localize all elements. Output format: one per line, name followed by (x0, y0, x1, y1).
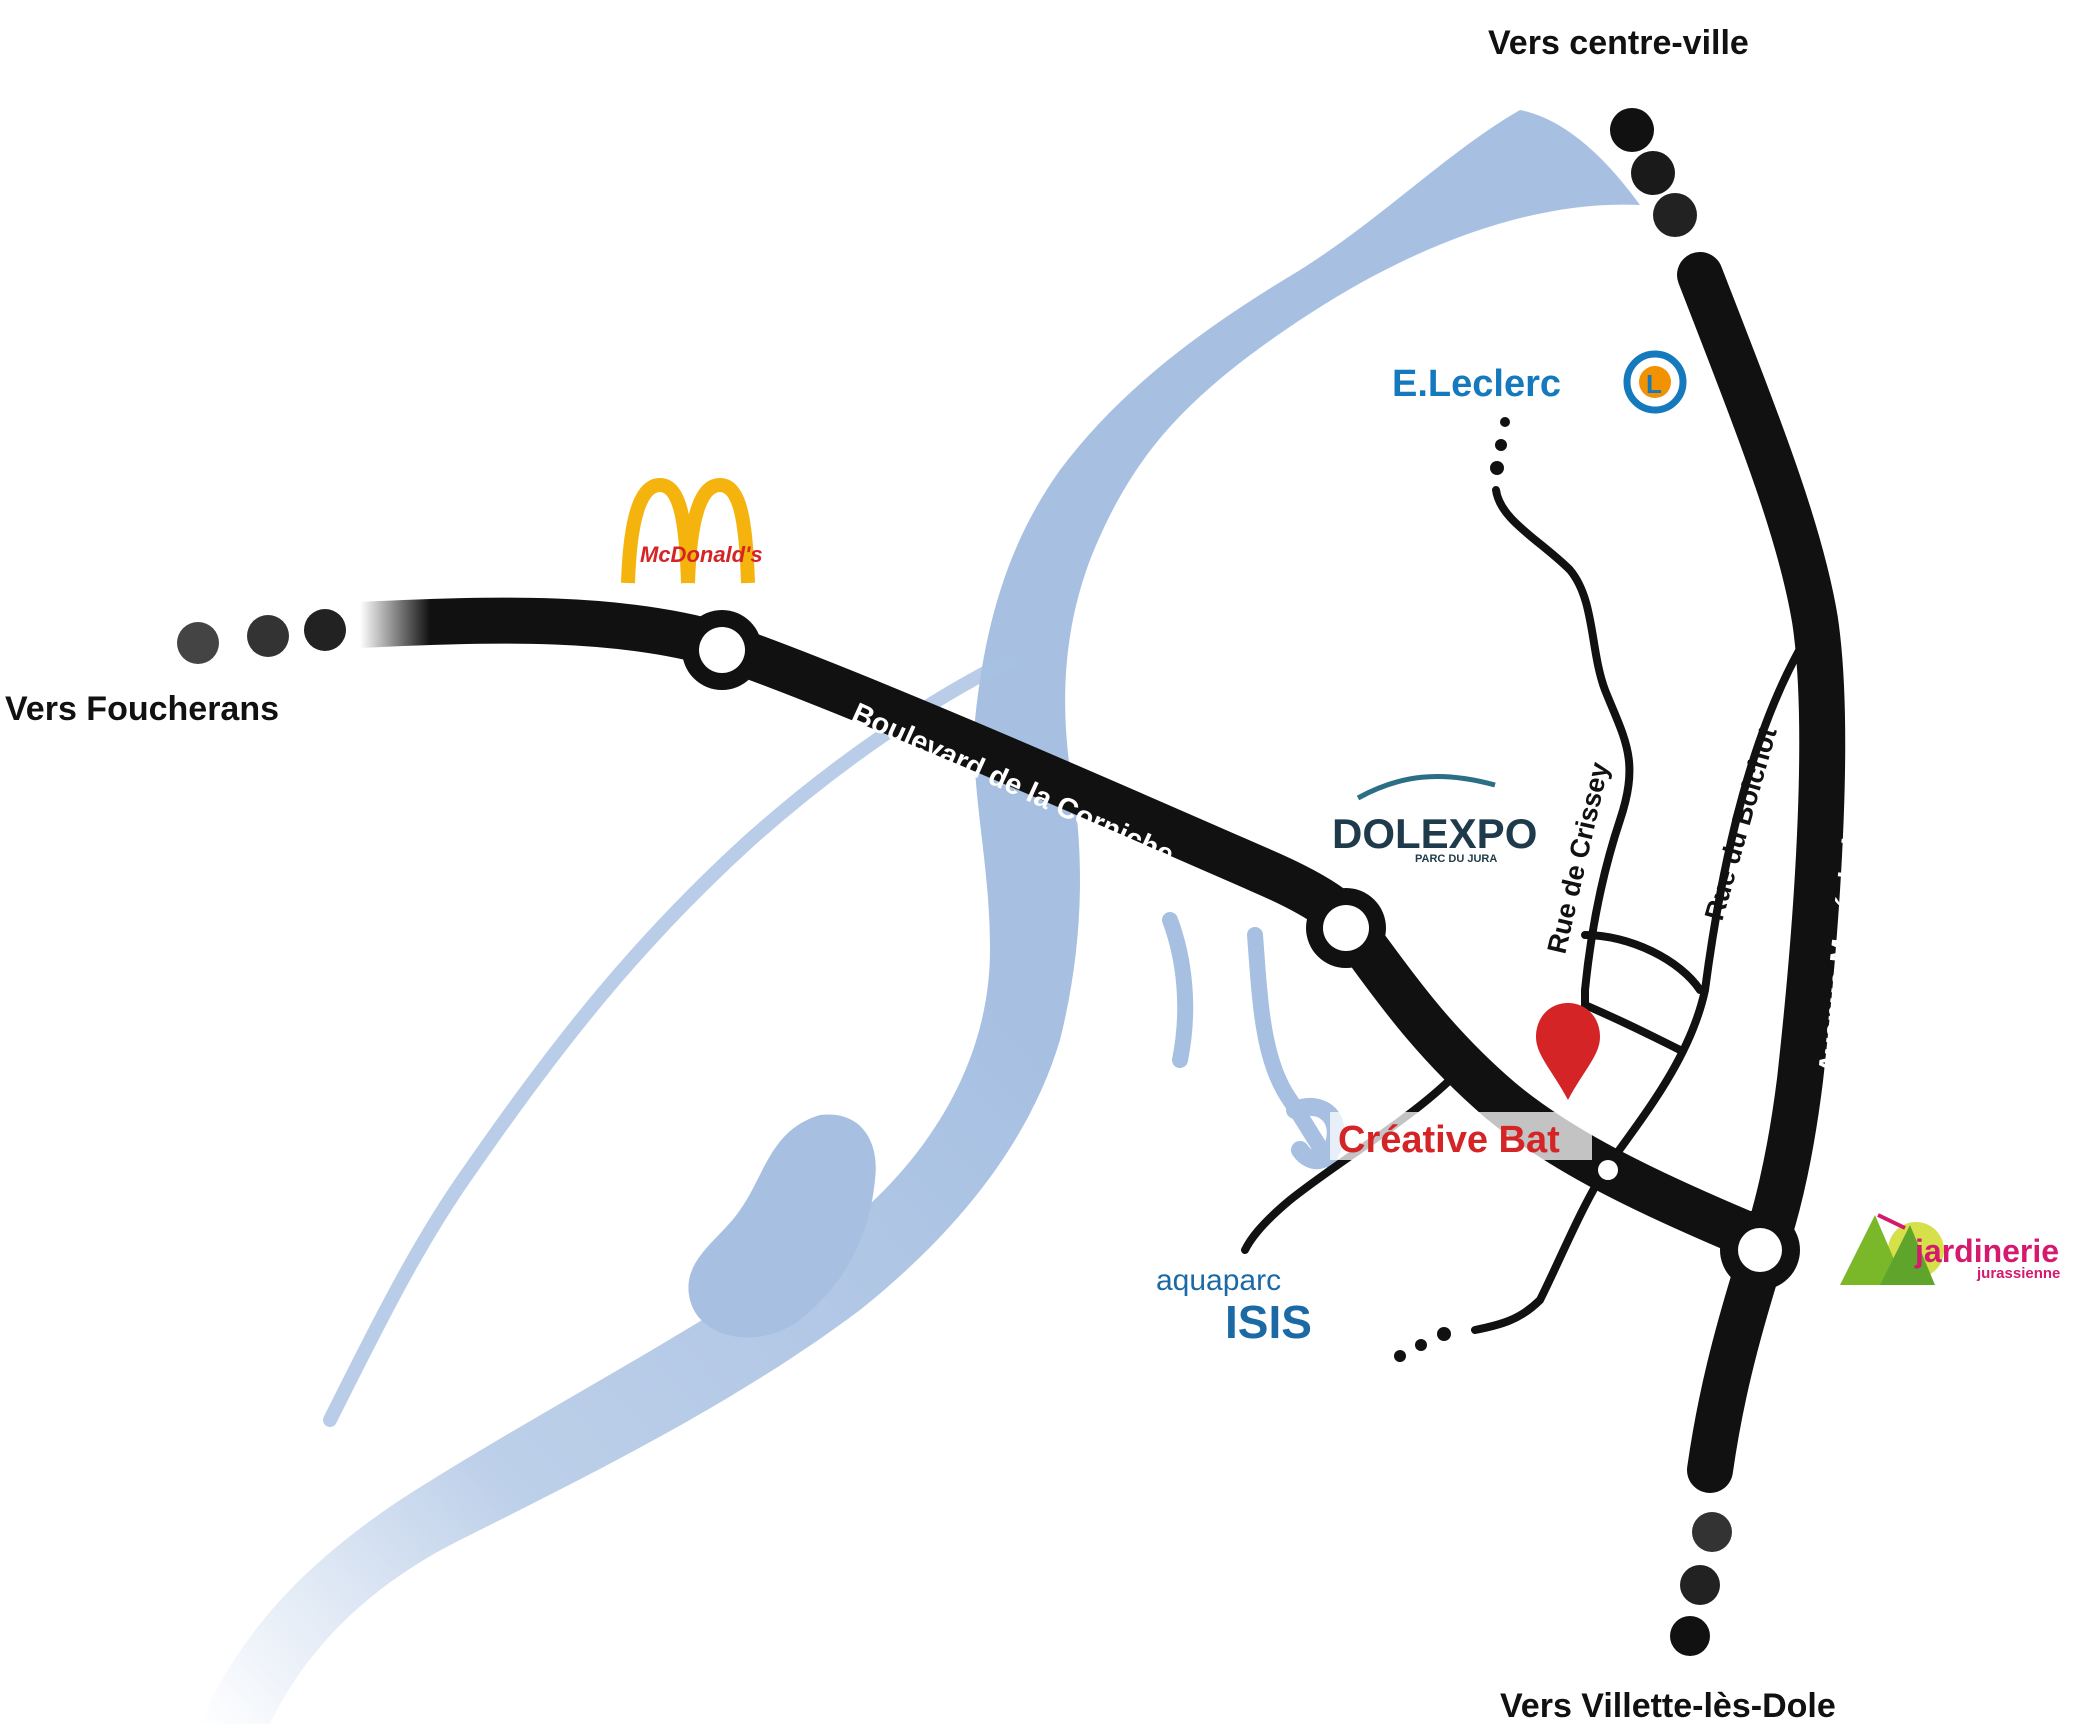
location-marker[interactable]: Créative Bat (1330, 1003, 1600, 1161)
jurassienne-text: jurassienne (1976, 1265, 2060, 1282)
landmark-leclerc[interactable]: E.Leclerc L (1392, 350, 1687, 414)
river (200, 0, 1800, 1724)
main-roads (337, 252, 1846, 1493)
direction-dots (177, 108, 1732, 1656)
landmark-jardinerie-jurassienne[interactable]: jardinerie jurassienne (1840, 1213, 2060, 1285)
street-rue-de-crissey (1492, 486, 1634, 1024)
street-aquaparc (1241, 1071, 1459, 1254)
label-rue-de-crissey: Rue de Crissey (1542, 760, 1615, 957)
leclerc-letter: L (1646, 369, 1662, 399)
landmark-mcdonalds[interactable]: McDonald's (621, 477, 763, 584)
dolexpo-arc-icon (1356, 773, 1496, 801)
street-rue-du-boichot (1471, 636, 1809, 1334)
secondary-streets (1241, 486, 1809, 1334)
map-pin-icon[interactable] (1536, 1003, 1600, 1100)
dolexpo-subtext: PARC DU JURA (1415, 853, 1497, 865)
marker-label-backdrop (1330, 1112, 1592, 1160)
street-dots (1394, 417, 1510, 1362)
landmark-dolexpo[interactable]: DOLEXPO PARC DU JURA (1332, 773, 1537, 865)
aquaparc-text: aquaparc (1156, 1264, 1281, 1297)
dolexpo-text: DOLEXPO (1332, 810, 1537, 857)
jardinerie-text: jardinerie (1914, 1233, 2059, 1269)
landmark-aquaparc-isis[interactable]: aquaparc ISIS (1156, 1264, 1312, 1348)
roundabouts (682, 610, 1800, 1290)
destination-west-label: Vers Foucherans (5, 690, 279, 728)
mcdonalds-text: McDonald's (640, 542, 763, 567)
destination-south-label: Vers Villette-lès-Dole (1500, 1687, 1836, 1724)
road-boulevard-de-la-corniche (337, 597, 1383, 963)
leclerc-text: E.Leclerc (1392, 363, 1561, 405)
road-avenue-marechal-juin (1677, 252, 1846, 1493)
marker-label[interactable]: Créative Bat (1338, 1119, 1560, 1161)
mcdonalds-arches-icon (621, 477, 755, 584)
destination-north-label: Vers centre-ville (1488, 24, 1749, 62)
isis-text: ISIS (1225, 1296, 1312, 1348)
label-rue-du-boichot: Rue du Boichot (1699, 724, 1783, 924)
